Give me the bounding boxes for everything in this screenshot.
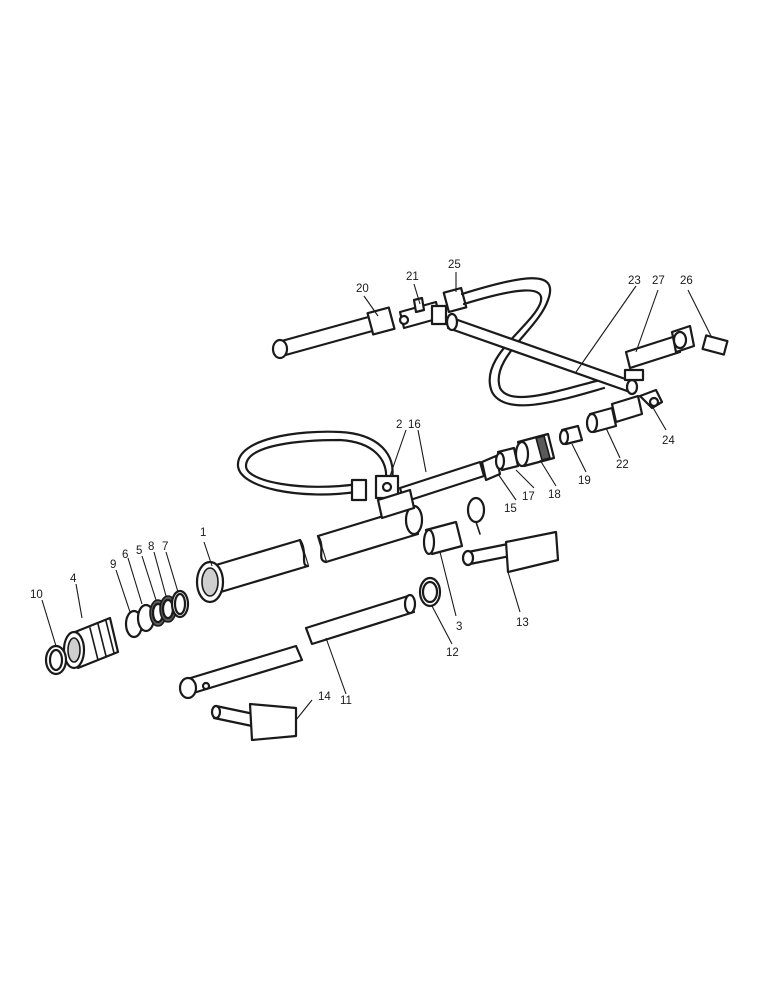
part-4-gland-nut [62,616,120,670]
part-19-adapter [558,424,584,446]
part-clip-ring [466,496,486,535]
part-11-piston-rod [178,593,417,700]
part-3-pin [422,520,464,556]
part-27-pipe-clamp [623,334,682,382]
label-21: 21 [406,271,419,283]
label-27: 27 [652,275,665,287]
part-23-hose-loop [460,277,606,407]
part-21-tee-fitting [398,296,448,330]
label-8: 8 [148,541,154,553]
part-2-manifold-block [374,474,400,500]
label-3: 3 [456,621,462,633]
label-19: 19 [578,475,591,487]
label-2: 2 [396,419,402,431]
part-17-nut [494,446,520,472]
part-12-circlip [418,576,442,608]
label-7: 7 [162,541,168,553]
part-10-ring [44,644,68,676]
part-20-pipe [271,306,396,360]
label-18: 18 [548,489,561,501]
label-12: 12 [446,647,459,659]
label-11: 11 [340,695,352,707]
label-23: 23 [628,275,641,287]
part-23-straight-pipe [445,312,639,396]
part-22-adapter [585,394,644,434]
leader-lines [41,272,713,721]
part-25-hose-fitting [442,286,468,314]
label-1: 1 [200,527,206,539]
label-14: 14 [318,691,331,703]
label-26: 26 [680,275,693,287]
label-15: 15 [504,503,517,515]
part-13-pin-plate [461,530,560,574]
part-7-o-ring [170,589,190,619]
label-20: 20 [356,283,369,295]
label-24: 24 [662,435,675,447]
part-14-pin-plate [210,702,298,742]
part-26-elbow-connector [670,324,729,356]
label-9: 9 [110,559,116,571]
part-1-cylinder-barrel [195,488,424,604]
label-4: 4 [70,573,77,585]
label-13: 13 [516,617,529,629]
part-number-labels: 20 21 25 23 27 26 24 2 16 15 17 18 19 22… [30,259,693,707]
part-16-hose [236,430,486,504]
label-22: 22 [616,459,629,471]
part-24-small-elbow [638,388,664,410]
label-16: 16 [408,419,421,431]
part-18-coupling [514,432,556,468]
label-25: 25 [448,259,461,271]
label-17: 17 [522,491,535,503]
label-5: 5 [136,545,142,557]
label-6: 6 [122,549,128,561]
label-10: 10 [30,589,43,601]
